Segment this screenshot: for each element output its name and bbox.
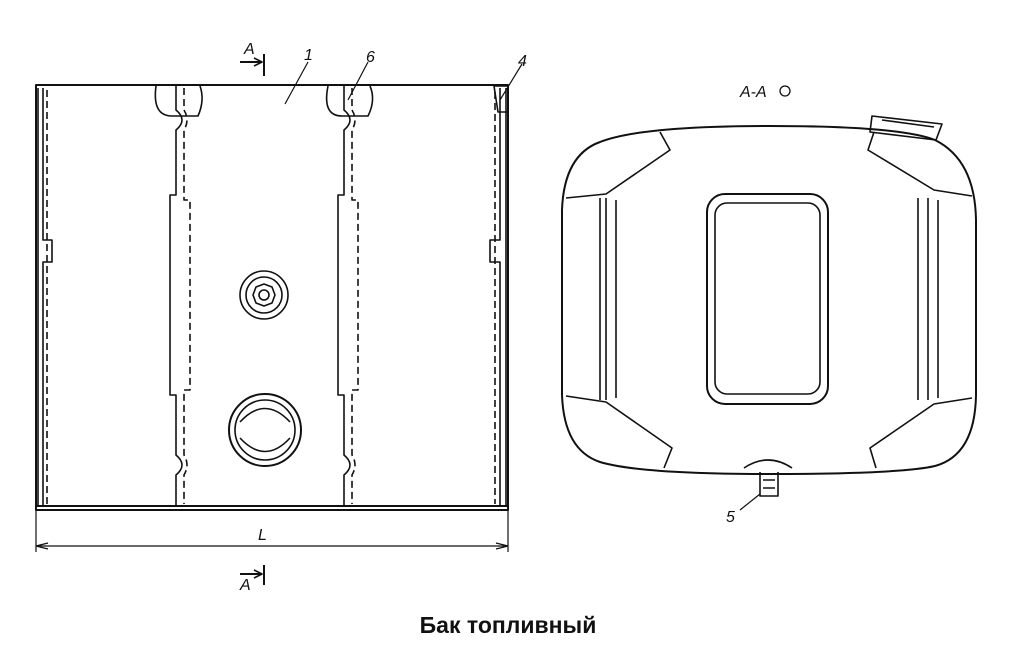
sensor-flange (239, 270, 289, 320)
strap-left-hidden (183, 88, 191, 504)
top-right-chamfer (867, 131, 973, 197)
strap-left (169, 86, 183, 506)
strap-left-pad (154, 85, 203, 117)
top-left-chamfer (565, 131, 671, 199)
strap-right-pad (325, 85, 374, 117)
leader-1 (284, 61, 309, 105)
section-view-title: A-A (739, 84, 767, 101)
drain-boss (743, 459, 793, 469)
leader-6 (347, 61, 369, 101)
drain-plug-5 (759, 472, 779, 497)
section-view (561, 85, 977, 511)
figure-caption: Бак топливный (419, 612, 597, 638)
section-letter-bottom: A (239, 577, 251, 594)
section-outline (561, 125, 977, 475)
part-number-1: 1 (304, 47, 313, 64)
tank-body-outline (35, 84, 509, 511)
dimension-line-L (35, 510, 509, 552)
section-symbol (779, 85, 791, 97)
end-rib-left (37, 88, 53, 506)
section-mark-top (240, 54, 265, 76)
side-view (35, 54, 523, 585)
strap-right-hidden (351, 88, 359, 504)
part-number-4: 4 (518, 53, 527, 70)
top-bracket (869, 115, 943, 141)
bottom-left-chamfer (565, 395, 673, 469)
side-rib-left (599, 198, 617, 400)
section-arrow-top (253, 57, 263, 67)
center-recess-outer (706, 193, 829, 405)
section-letter-top: A (243, 41, 255, 58)
bracket-4 (493, 85, 509, 113)
section-mark-bottom (240, 565, 265, 585)
side-rib-right (917, 198, 939, 400)
leader-4 (499, 63, 523, 101)
part-number-5: 5 (726, 509, 735, 526)
bottom-right-chamfer (869, 397, 973, 469)
center-recess-inner (714, 202, 821, 395)
end-rib-right (489, 88, 507, 506)
part-number-6: 6 (366, 49, 375, 66)
strap-right (337, 86, 351, 506)
section-arrow-bottom (253, 569, 263, 579)
leader-5 (739, 493, 761, 511)
dimension-label-L: L (258, 527, 267, 544)
filler-neck (228, 393, 302, 467)
